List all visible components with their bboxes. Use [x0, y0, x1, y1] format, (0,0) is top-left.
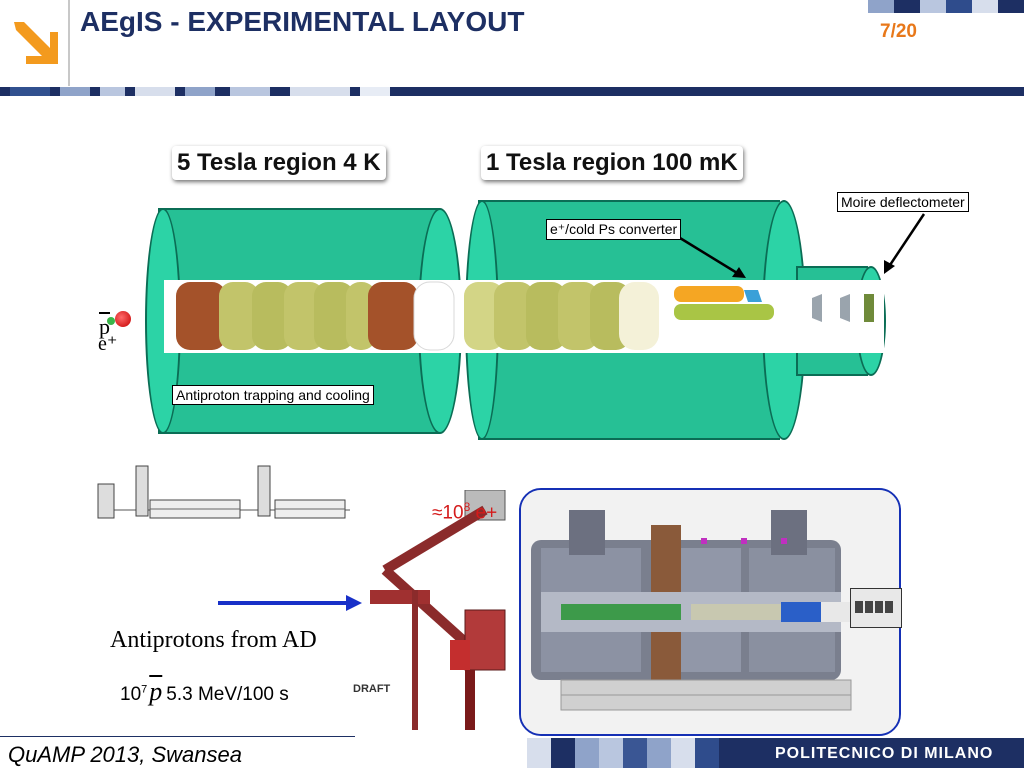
antiprotons-from-ad-label: Antiprotons from AD: [110, 627, 317, 653]
detector-module: [850, 588, 902, 628]
grating-2: [840, 294, 850, 322]
trapping-label: Antiproton trapping and cooling: [172, 385, 374, 405]
footer-bar: [527, 738, 1024, 768]
grating-1: [812, 294, 822, 322]
antiproton-dot: [115, 311, 131, 327]
electrode-light: [619, 282, 659, 350]
electrode-brown-2: [368, 282, 418, 350]
converter-tube: [674, 286, 744, 302]
footer-divider: [0, 736, 355, 737]
electrode-brown-1: [176, 282, 226, 350]
electrode-olive-9: [558, 282, 598, 350]
draft-watermark: DRAFT: [353, 683, 391, 695]
positron-symbol: e⁺: [98, 333, 118, 355]
ps-tube: [674, 304, 774, 320]
positron-dot: [107, 317, 115, 325]
page-number: 7/20: [880, 21, 917, 42]
electrode-olive-7: [494, 282, 534, 350]
logo: [0, 0, 68, 86]
header-divider: [68, 0, 70, 86]
positron-flux-label: ≈108 e+: [432, 500, 498, 524]
converter-arrow: [679, 236, 743, 278]
trap-bore: [164, 280, 884, 353]
header-stripe-accent: [868, 0, 1024, 13]
aegis-apparatus-frame: [519, 488, 901, 736]
electrode-olive-1: [219, 282, 259, 350]
electrode-olive-2: [252, 282, 292, 350]
electrode-gap: [413, 281, 455, 351]
conference-label: QuAMP 2013, Swansea: [8, 742, 242, 767]
region-1-tesla-label: 1 Tesla region 100 mK: [481, 146, 743, 180]
aegis-apparatus-drawing: [521, 490, 899, 734]
institution-label: POLITECNICO DI MILANO: [775, 745, 994, 762]
region-5-tesla-label: 5 Tesla region 4 K: [172, 146, 386, 180]
page-title: AEgIS - EXPERIMENTAL LAYOUT: [80, 6, 525, 37]
beamline-schematic: [97, 465, 350, 519]
detector-plate: [864, 294, 874, 322]
electrode-olive-4: [314, 282, 354, 350]
header-stripe: [0, 87, 1024, 96]
converter-target: [744, 290, 762, 302]
moire-arrow: [886, 213, 926, 269]
orange-arrow-down-right-icon: [8, 14, 60, 66]
moire-deflectometer-label: Moire deflectometer: [837, 192, 969, 212]
transfer-line-drawing: [370, 490, 506, 730]
converter-label: e⁺/cold Ps converter: [546, 219, 682, 240]
electrode-stack: [176, 281, 874, 351]
electrode-olive-8: [526, 282, 566, 350]
antiproton-symbol: p: [99, 314, 110, 339]
